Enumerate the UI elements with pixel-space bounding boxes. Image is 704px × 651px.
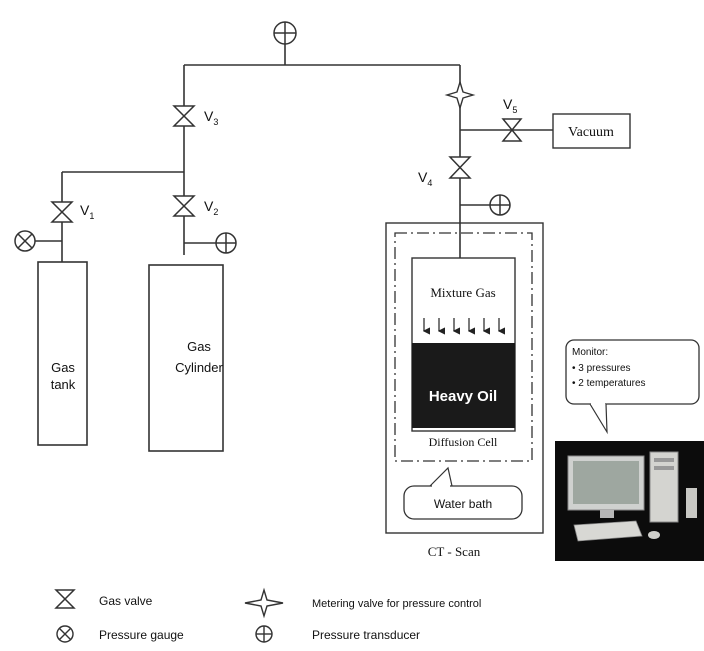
gas-tank [38,262,87,445]
mixture-gas-label: Mixture Gas [430,285,495,300]
pressure-transducer-icon [216,233,236,253]
monitor-item-2: • 2 temperatures [572,378,646,389]
heavy-oil-label: Heavy Oil [429,388,497,405]
gas-tank-label-line2: tank [51,377,76,392]
computer-photo [555,441,704,561]
gas-valve-icon [174,106,194,126]
legend: Gas valve Metering valve for pressure co… [56,590,481,642]
legend-gas-valve: Gas valve [99,594,153,608]
valve-label-v5: V5 [503,96,517,115]
legend-pressure-gauge: Pressure gauge [99,628,184,642]
vacuum-label: Vacuum [568,125,614,140]
monitor-title: Monitor: [572,347,608,358]
piping [35,44,553,262]
gas-cylinder [149,265,223,451]
gas-cylinder-label-line1: Gas [187,339,211,354]
gas-tank-label-line1: Gas [51,360,75,375]
valve-label-v3: V3 [204,108,218,127]
pressure-transducer-icon [256,626,272,642]
water-bath-callout-pointer [430,468,452,486]
gas-valve-icon [52,202,72,222]
monitor-item-1: • 3 pressures [572,363,631,374]
heavy-oil-layer [412,343,515,428]
diffusion-cell-label: Diffusion Cell [429,435,498,449]
valve-label-v4: V4 [418,169,432,188]
legend-metering-valve: Metering valve for pressure control [312,598,481,610]
gas-cylinder-label-line2: Cylinder [175,360,223,375]
metering-valve-icon [245,590,283,616]
valve-label-v2: V2 [204,198,218,217]
water-bath-label: Water bath [434,497,492,511]
pressure-transducer-icon [274,22,296,44]
legend-pressure-transducer: Pressure transducer [312,628,420,642]
gas-valve-icon [174,196,194,216]
valve-label-v1: V1 [80,202,94,221]
pressure-gauge-icon [57,626,73,642]
metering-valve-icon [447,82,473,108]
pressure-transducer-icon [490,195,510,215]
pressure-gauge-icon [15,231,35,251]
gas-valve-icon [56,590,74,608]
monitor-callout-pointer [590,404,607,432]
ct-scan-label: CT - Scan [428,544,481,559]
gas-valve-icon [450,157,470,178]
